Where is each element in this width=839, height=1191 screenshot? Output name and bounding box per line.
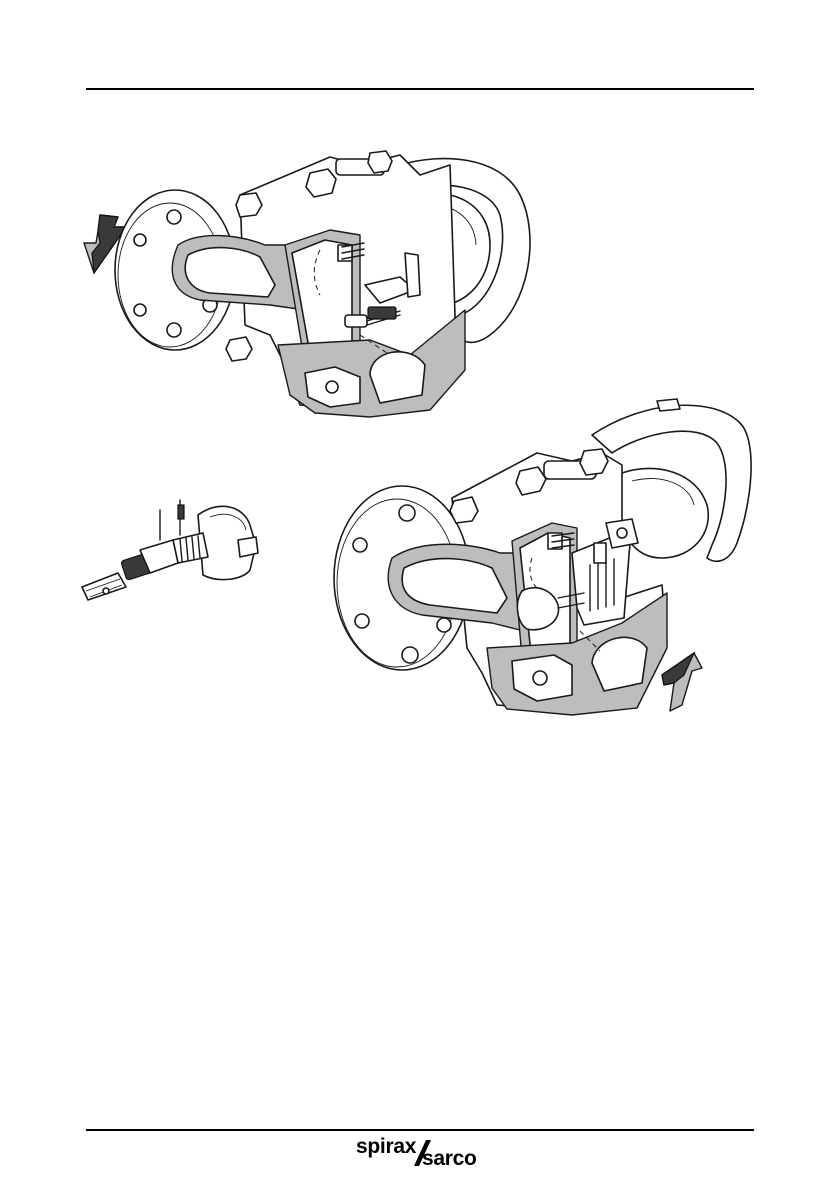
logo-word-spirax: spirax [356, 1136, 416, 1157]
trap-cutaway-bottom-figure [322, 393, 762, 723]
valve-pin [82, 573, 126, 600]
flow-arrow-icon [662, 653, 702, 711]
bolt-lower-icon [226, 337, 252, 361]
bolt-left-icon [450, 497, 478, 523]
valve-detail-figure [78, 495, 268, 610]
spring-icon [368, 307, 396, 319]
header-rule [86, 88, 754, 90]
trap-cutaway-top-figure [70, 135, 550, 435]
spirax-sarco-logo: spirax sarco [352, 1128, 492, 1170]
logo-word-sarco: sarco [422, 1148, 477, 1169]
